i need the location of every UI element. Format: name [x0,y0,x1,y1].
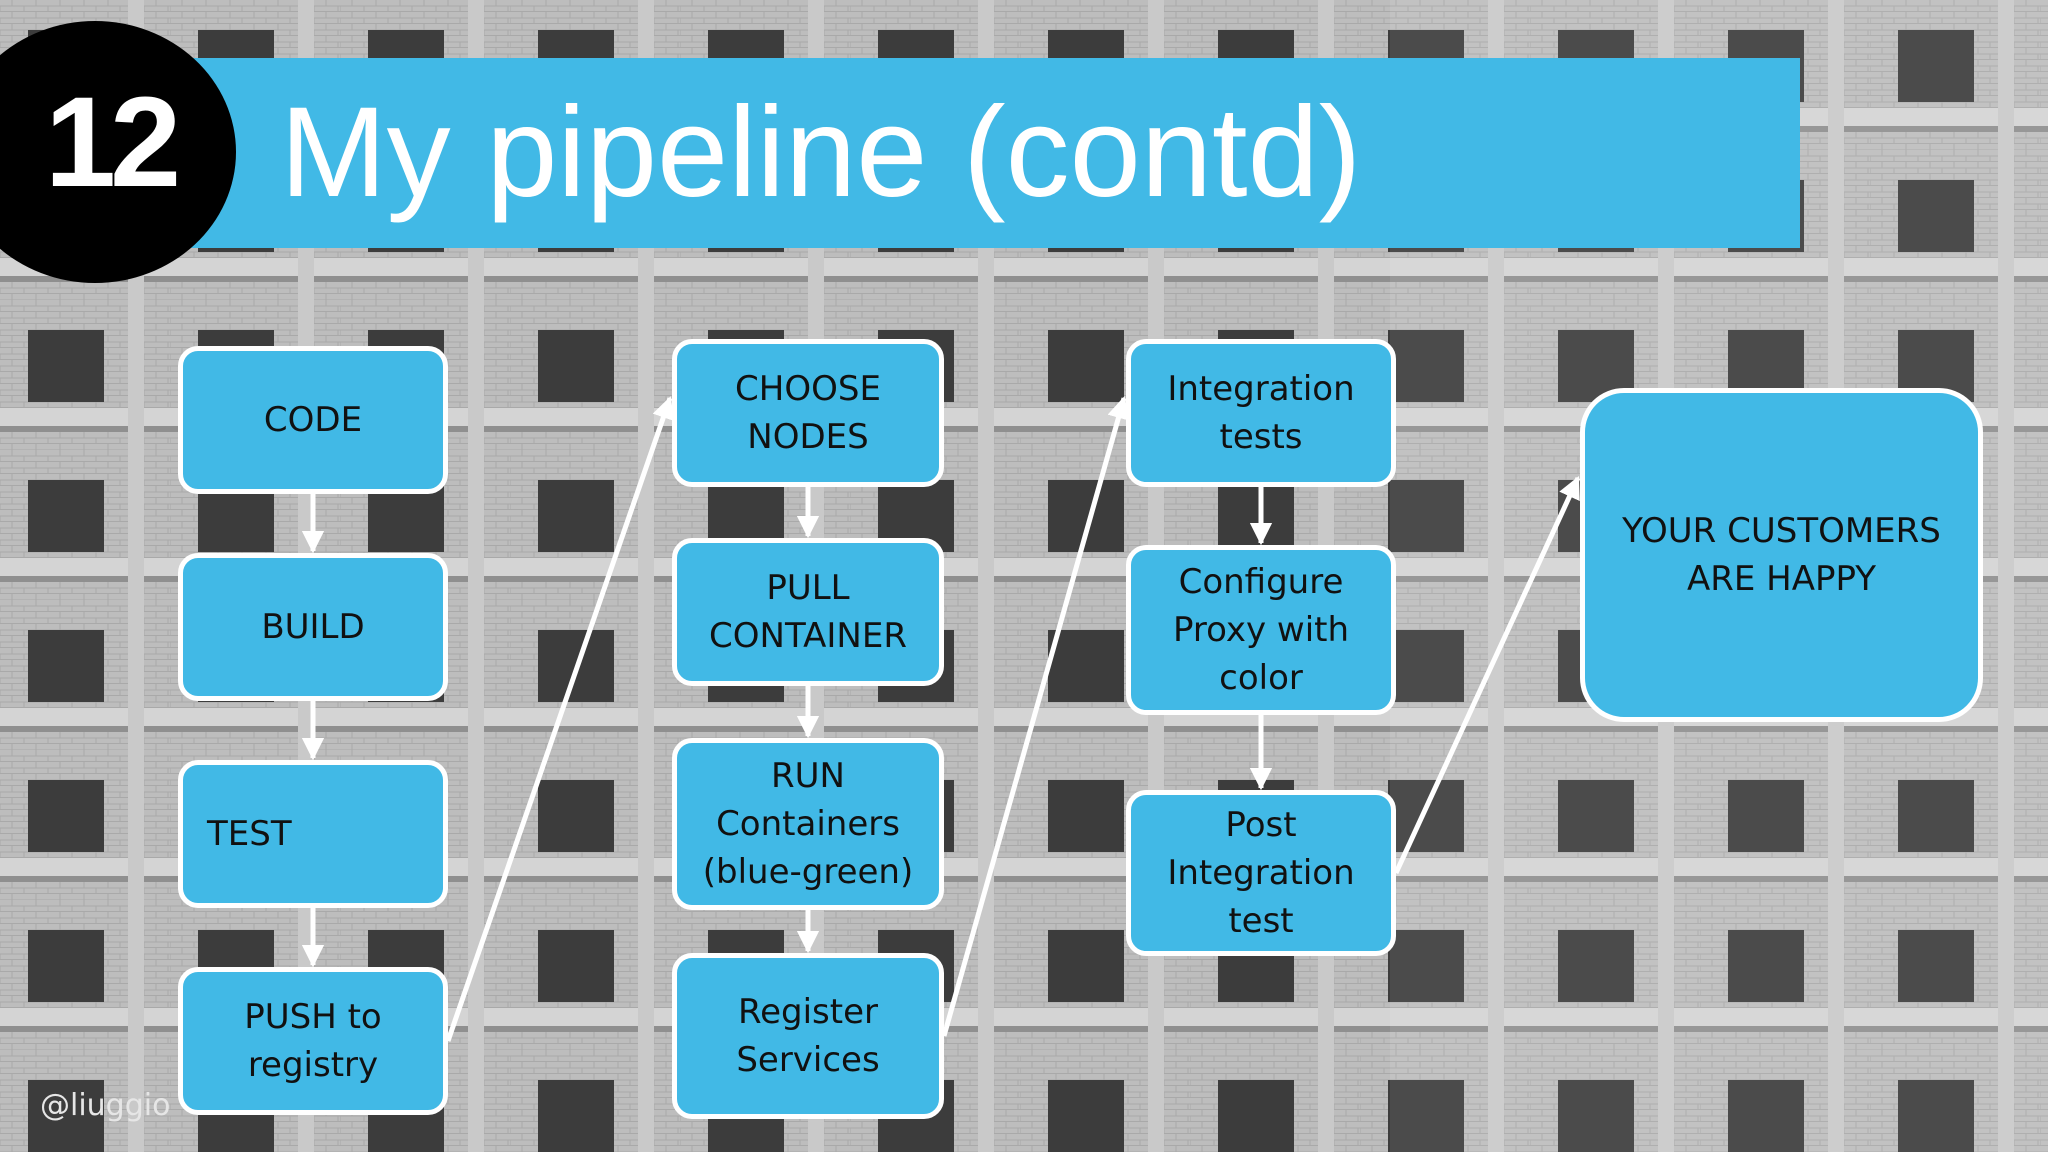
step-test: TEST [178,760,448,908]
slide-number: 12 [44,71,181,214]
step-code: CODE [178,346,448,494]
step-register-services: Register Services [672,953,944,1119]
step-push-to-registry: PUSH to registry [178,967,448,1115]
author-handle: @liuggio [40,1088,171,1123]
step-integration-tests: Integration tests [1126,339,1396,487]
slide-number-badge [0,21,236,283]
arrow-post-to-happy [1393,475,1581,875]
step-build: BUILD [178,553,448,701]
slide-title: My pipeline (contd) [280,81,1362,224]
arrow-push-to-choose [445,396,675,1042]
arrow-register-to-integration [941,396,1130,1037]
step-customers-happy: YOUR CUSTOMERS ARE HAPPY [1580,388,1983,722]
step-post-integration-test: Post Integration test [1126,790,1396,956]
step-configure-proxy: Configure Proxy with color [1126,545,1396,715]
step-choose-nodes: CHOOSE NODES [672,339,944,487]
step-run-containers: RUN Containers (blue-green) [672,738,944,910]
step-pull-container: PULL CONTAINER [672,538,944,686]
title-bar [190,58,1800,248]
